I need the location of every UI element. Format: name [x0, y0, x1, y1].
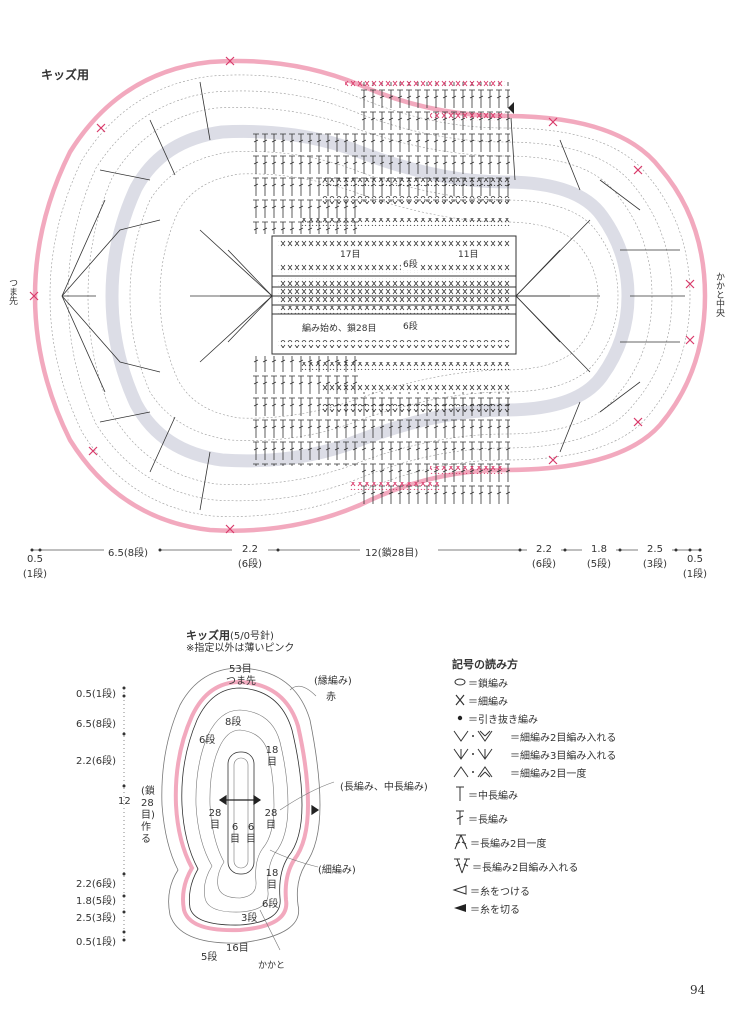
legend-item-sc2inc: ＝細編み2目編み入れる [452, 728, 616, 744]
left-dim-6: 2.5(3段) [76, 913, 117, 924]
chain-icon [452, 674, 510, 690]
heel-center-label: かかと中央 [714, 272, 724, 317]
left-dim-2: 2.2(6段) [76, 756, 117, 767]
legend-item-chain: ＝鎖編み [452, 674, 508, 690]
color-note: ※指定以外は薄いピンク [186, 643, 295, 654]
label-r5: 5段 [201, 952, 218, 963]
bottom-sole-diagram [161, 667, 335, 951]
chain-note: (鎖28目)作る [141, 786, 155, 845]
left-dim-7: 0.5(1段) [76, 937, 117, 948]
single-crochet-icon [452, 692, 510, 708]
label-edge: (縁編み) [314, 676, 352, 687]
label-round6-bottom: 6段 [401, 319, 420, 332]
dim-7: 0.5(1段) [682, 554, 708, 580]
label-11-stitches: 11目 [456, 247, 481, 260]
label-r6b: 6段 [262, 899, 279, 910]
dim-4: 2.2(6段) [527, 544, 561, 570]
top-diagram-title: キッズ用 [41, 68, 90, 82]
label-s28a: 28目 [208, 808, 222, 831]
page-number: 94 [690, 983, 706, 997]
label-r8: 8段 [225, 717, 242, 728]
top-crochet-chart [29, 56, 708, 534]
bottom-diagram-title: キッズ用 [186, 629, 230, 642]
legend-title: 記号の読み方 [452, 658, 518, 671]
label-17-stitches: 17目 [338, 247, 363, 260]
sc-2-increase-icon [452, 728, 510, 744]
left-dimension-line [122, 686, 126, 942]
left-dim-4: 2.2(6段) [76, 879, 117, 890]
outer-pink-border [32, 58, 708, 533]
dim-6: 2.5(3段) [638, 544, 672, 570]
label-long-half: (長編み、中長編み) [340, 782, 428, 793]
gray-band [105, 124, 635, 468]
dim-5: 1.8(5段) [582, 544, 616, 570]
label-53-stitches: 53目 [229, 664, 252, 675]
legend-item-dc2inc: ＝長編み2目編み入れる [452, 858, 578, 874]
sc-3-increase-icon [452, 746, 510, 762]
label-r6a: 6段 [199, 735, 216, 746]
join-yarn-icon [452, 882, 510, 898]
dim-0: 0.5(1段) [22, 554, 48, 580]
left-dim-0: 0.5(1段) [76, 689, 117, 700]
legend-item-dc2tog: ＝長編み2目一度 [452, 834, 546, 850]
dc-2-increase-icon [452, 858, 510, 874]
label-s18a: 18目 [265, 745, 279, 768]
top-dimension-line [30, 548, 702, 552]
label-s16: 16目 [226, 943, 249, 954]
left-dim-1: 6.5(8段) [76, 719, 117, 730]
dim-2: 2.2(6段) [232, 544, 268, 570]
label-red: 赤 [326, 692, 336, 703]
bottom-diagram-heading: キッズ用(5/0号針) [186, 624, 274, 643]
legend-item-slip: ＝引き抜き編み [452, 710, 538, 726]
dim-3: 12(鎖28目) [365, 544, 419, 559]
label-s18b: 18目 [265, 868, 279, 891]
label-start-chain: 編み始め、鎖28目 [300, 321, 379, 334]
label-round6-top: 6段 [401, 257, 420, 270]
legend-item-sc: ＝細編み [452, 692, 508, 708]
half-double-crochet-icon [452, 786, 510, 802]
label-single: (細編み) [318, 865, 356, 876]
legend-item-cut: ＝糸を切る [452, 900, 520, 916]
cut-yarn-icon [452, 900, 510, 916]
sc-2-together-icon [452, 764, 510, 780]
left-dim-5: 1.8(5段) [76, 896, 117, 907]
foundation-rect [271, 235, 517, 355]
pink-sole-outline [173, 679, 311, 933]
label-r3: 3段 [241, 913, 258, 924]
double-crochet-icon [452, 810, 510, 826]
legend-item-sc2tog: ＝細編み2目一度 [452, 764, 586, 780]
legend-item-hdc: ＝中長編み [452, 786, 518, 802]
dc-2-together-icon [452, 834, 510, 850]
slip-stitch-icon [452, 710, 510, 726]
legend-item-join: ＝糸をつける [452, 882, 530, 898]
dim-1: 6.5(8段) [108, 544, 149, 559]
label-s6b: 6目 [246, 822, 256, 845]
label-s6a: 6目 [230, 822, 240, 845]
label-heel: かかと [258, 961, 286, 971]
left-dim-3: 12 [118, 796, 131, 807]
label-s28b: 28目 [264, 808, 278, 831]
legend-item-dc: ＝長編み [452, 810, 508, 826]
label-toe: つま先 [226, 676, 256, 687]
toe-label: つま先 [7, 278, 17, 305]
needle-size: (5/0号針) [230, 631, 274, 642]
legend-item-sc3inc: ＝細編み3目編み入れる [452, 746, 616, 762]
